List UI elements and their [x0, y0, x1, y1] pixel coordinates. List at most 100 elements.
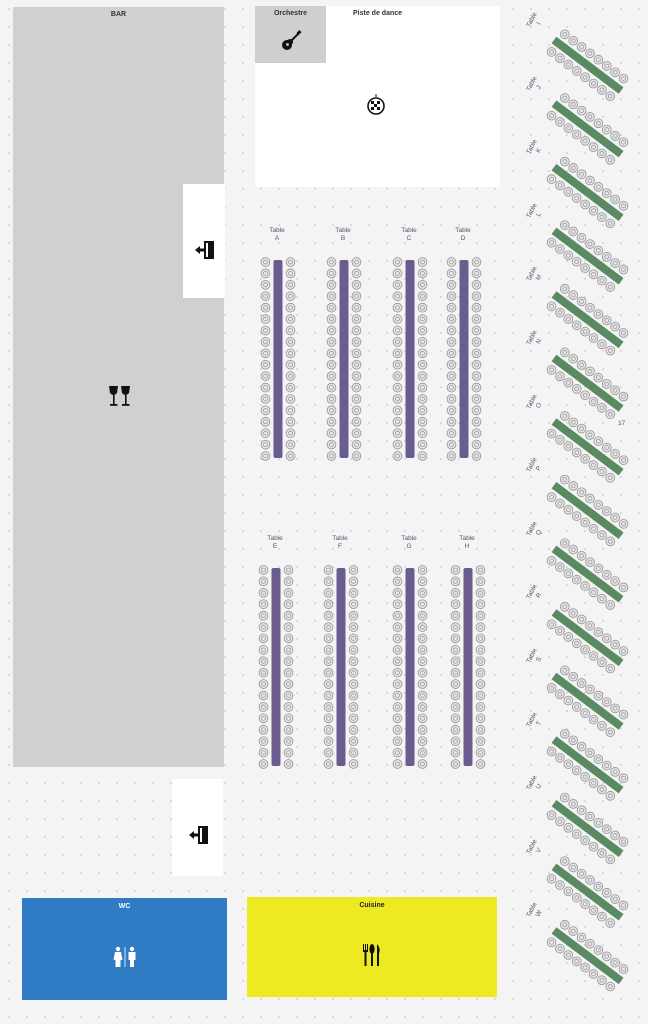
seat[interactable]	[568, 799, 579, 809]
seat[interactable]	[260, 337, 271, 347]
seat[interactable]	[450, 645, 461, 655]
seat[interactable]	[580, 835, 590, 846]
seat[interactable]	[283, 713, 294, 724]
seat[interactable]	[546, 237, 557, 248]
seat[interactable]	[559, 474, 570, 485]
seat[interactable]	[605, 790, 616, 801]
seat[interactable]	[601, 442, 612, 453]
seat[interactable]	[568, 926, 579, 936]
seat[interactable]	[285, 337, 296, 347]
seat[interactable]	[285, 302, 296, 313]
seat[interactable]	[446, 394, 457, 404]
seat[interactable]	[471, 382, 482, 393]
seat[interactable]	[601, 633, 612, 644]
seat[interactable]	[585, 175, 595, 186]
seat[interactable]	[450, 679, 461, 689]
seat[interactable]	[450, 599, 461, 610]
seat[interactable]	[559, 665, 570, 676]
seat[interactable]	[555, 562, 565, 572]
seat[interactable]	[605, 727, 616, 738]
seat[interactable]	[580, 453, 590, 464]
seat[interactable]	[323, 645, 334, 655]
seat[interactable]	[392, 405, 403, 416]
seat[interactable]	[392, 416, 403, 427]
seat[interactable]	[326, 314, 337, 324]
seat[interactable]	[417, 622, 428, 632]
seat[interactable]	[546, 428, 557, 439]
seat[interactable]	[601, 251, 612, 262]
seat[interactable]	[475, 724, 486, 735]
seat[interactable]	[285, 359, 296, 370]
table-p[interactable]	[551, 482, 624, 539]
seat[interactable]	[348, 599, 359, 610]
seat[interactable]	[546, 937, 557, 948]
seat[interactable]	[588, 142, 599, 152]
seat[interactable]	[392, 268, 403, 279]
seat[interactable]	[610, 258, 620, 268]
seat[interactable]	[392, 359, 403, 370]
table-l[interactable]	[551, 227, 624, 285]
seat[interactable]	[555, 435, 565, 445]
seat[interactable]	[597, 530, 607, 540]
seat[interactable]	[601, 824, 612, 835]
seat[interactable]	[546, 174, 557, 184]
seat[interactable]	[593, 436, 604, 447]
seat[interactable]	[546, 683, 557, 693]
seat[interactable]	[571, 511, 582, 521]
seat[interactable]	[283, 622, 294, 632]
seat[interactable]	[326, 451, 337, 461]
seat[interactable]	[593, 690, 604, 701]
seat[interactable]	[326, 337, 337, 347]
seat[interactable]	[450, 702, 461, 712]
seat[interactable]	[555, 117, 565, 127]
seat[interactable]	[585, 938, 595, 949]
seat[interactable]	[348, 587, 359, 598]
seat[interactable]	[471, 405, 482, 416]
seat[interactable]	[610, 385, 620, 396]
seat[interactable]	[597, 466, 607, 477]
seat[interactable]	[285, 279, 296, 290]
seat[interactable]	[475, 679, 486, 689]
seat[interactable]	[571, 320, 582, 331]
seat[interactable]	[580, 326, 590, 337]
seat[interactable]	[588, 78, 599, 89]
seat[interactable]	[568, 226, 579, 237]
seat[interactable]	[585, 302, 595, 313]
seat[interactable]	[605, 409, 616, 420]
seat[interactable]	[593, 118, 604, 129]
seat[interactable]	[417, 451, 428, 461]
seat[interactable]	[450, 736, 461, 747]
seat[interactable]	[571, 66, 582, 76]
seat[interactable]	[351, 302, 362, 313]
seat[interactable]	[446, 302, 457, 313]
seat[interactable]	[593, 372, 604, 383]
seat[interactable]	[417, 610, 428, 621]
seat[interactable]	[618, 264, 629, 275]
seat[interactable]	[450, 667, 461, 678]
seat[interactable]	[283, 599, 294, 610]
seat[interactable]	[283, 690, 294, 701]
seat[interactable]	[392, 702, 403, 712]
seat[interactable]	[326, 405, 337, 416]
seat[interactable]	[417, 416, 428, 427]
seat[interactable]	[593, 754, 604, 765]
seat[interactable]	[555, 689, 565, 700]
seat[interactable]	[571, 193, 582, 203]
seat[interactable]	[417, 599, 428, 610]
seat[interactable]	[593, 182, 604, 192]
seat[interactable]	[323, 667, 334, 678]
seat[interactable]	[417, 337, 428, 347]
seat[interactable]	[610, 957, 620, 968]
seat[interactable]	[563, 950, 574, 960]
seat[interactable]	[585, 493, 595, 504]
seat[interactable]	[568, 163, 579, 173]
seat[interactable]	[392, 679, 403, 689]
seat[interactable]	[618, 964, 629, 974]
seat[interactable]	[258, 656, 269, 667]
seat[interactable]	[601, 379, 612, 389]
seat[interactable]	[605, 345, 616, 356]
seat[interactable]	[475, 759, 486, 769]
seat[interactable]	[417, 713, 428, 724]
seat[interactable]	[446, 405, 457, 416]
seat[interactable]	[258, 690, 269, 701]
